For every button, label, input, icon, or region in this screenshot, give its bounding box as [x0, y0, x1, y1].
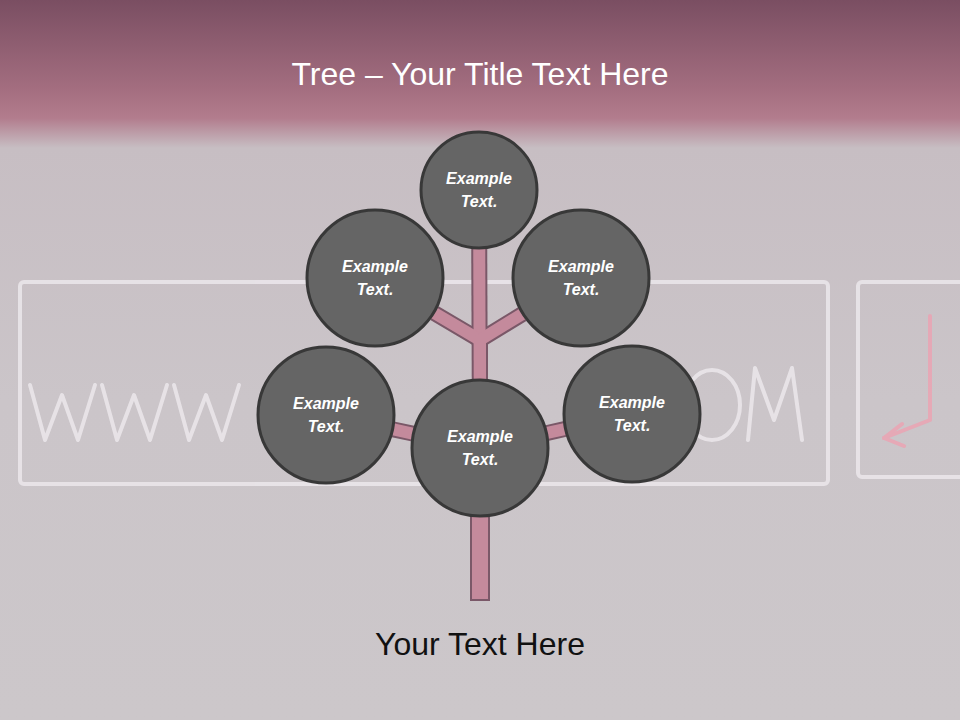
- chalk-stroke: [102, 385, 167, 440]
- circle-outline: [256, 345, 396, 485]
- leaf-circle: Example Text.: [511, 208, 651, 348]
- leaf-circle: Example Text.: [305, 208, 445, 348]
- circle-outline: [562, 344, 702, 484]
- tree-branch: [393, 429, 412, 433]
- chalk-stroke: [174, 385, 239, 440]
- slide-title: Tree – Your Title Text Here: [0, 54, 960, 94]
- leaf-circle: Example Text.: [562, 344, 702, 484]
- chalk-arrow: [884, 316, 930, 438]
- circle-shape: [307, 210, 443, 346]
- leaf-circle: Example Text.: [410, 378, 550, 518]
- circle-outline: [410, 378, 550, 518]
- circle-shape: [421, 132, 537, 248]
- node-label: Example Text.: [438, 425, 522, 471]
- tree-branch: [434, 313, 480, 379]
- branch-outline: [547, 429, 564, 433]
- branch-outline: [393, 429, 412, 433]
- circle-outline: [511, 208, 651, 348]
- slide-caption: Your Text Here: [0, 624, 960, 664]
- circle-shape: [513, 210, 649, 346]
- branch-outline: [480, 314, 522, 379]
- node-label: Example Text.: [590, 391, 674, 437]
- trunk-outline: [470, 505, 490, 601]
- tree-branch: [480, 314, 522, 379]
- chalk-button-box: [858, 282, 960, 477]
- circle-shape: [564, 346, 700, 482]
- chalk-stroke: [748, 368, 802, 440]
- circle-shape: [258, 347, 394, 483]
- tree-trunk: [472, 505, 488, 599]
- node-label: Example Text.: [284, 392, 368, 438]
- node-label: Example Text.: [333, 255, 417, 301]
- circle-shape: [412, 380, 548, 516]
- node-label: Example Text.: [539, 255, 623, 301]
- leaf-circle: Example Text.: [419, 130, 539, 250]
- chalk-arrow: [884, 424, 904, 446]
- circle-outline: [419, 130, 539, 250]
- tree-branch: [547, 429, 564, 433]
- chalk-stroke: [30, 385, 95, 440]
- node-label: Example Text.: [437, 167, 521, 213]
- circle-outline: [305, 208, 445, 348]
- leaf-circle: Example Text.: [256, 345, 396, 485]
